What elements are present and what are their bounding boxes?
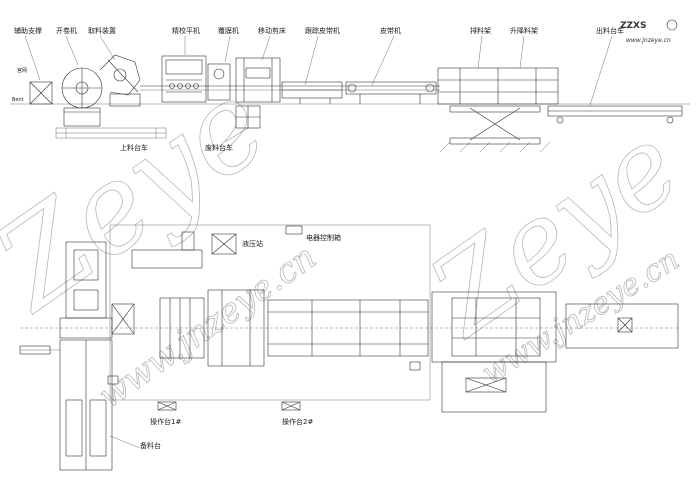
label-film-coater: 覆膜机 (218, 26, 239, 35)
flying-shear (235, 57, 281, 103)
label-lifting-rack: 升降料架 (510, 26, 538, 35)
plan-boundary (109, 224, 431, 401)
label-console-1: 操作台1# (150, 417, 181, 426)
precision-leveler (161, 55, 207, 103)
label-decoiler: 开卷机 (56, 26, 77, 35)
plan-view: 备料台 液压站 (19, 224, 680, 471)
plan-console-2 (281, 401, 301, 411)
leader-lines (24, 35, 613, 106)
logo-emblem-icon (666, 19, 678, 31)
plan-console-1 (157, 401, 177, 411)
label-flying-shear: 移动剪床 (258, 26, 286, 35)
label-feeding-device: 取料装置 (88, 26, 116, 35)
feeding-cart (55, 127, 167, 139)
watermark-layer: Zeye Zeye www.jnzeye.cn www.jnzeye.cn (0, 54, 700, 417)
label-hydraulic-station: 液压站 (242, 239, 263, 248)
plan-electric-box (285, 225, 303, 235)
brand-logo: ZZXS www.jnzeye.cn (620, 19, 678, 44)
tracking-belt (281, 81, 343, 104)
label-scrap-cart: 废料台车 (205, 143, 233, 152)
plan-shear (207, 289, 265, 367)
label-stacking-rack: 排料架 (470, 26, 491, 35)
logo-text: ZZXS (620, 21, 646, 31)
label-belt-conveyor: 皮带机 (380, 26, 401, 35)
plan-stacking-area (431, 291, 557, 363)
plan-pit (441, 361, 547, 413)
discharge-cart (547, 105, 683, 124)
label-loading-cart: 上料台车 (120, 143, 148, 152)
auxiliary-support (29, 81, 53, 105)
label-auxiliary-support: 辅助支撑 (14, 26, 42, 35)
belt-conveyor (345, 81, 437, 104)
label-small-2: Bent (12, 97, 24, 103)
scrap-cart (235, 105, 261, 129)
plan-spare-table (59, 339, 113, 471)
plan-hydraulic-station (211, 233, 237, 255)
label-electric-box: 电器控制箱 (306, 233, 341, 242)
label-spare-table: 备料台 (140, 441, 161, 450)
label-tracking-belt: 跟踪皮带机 (305, 26, 340, 35)
plan-decoiler (59, 241, 113, 339)
label-console-2: 操作台2# (282, 417, 313, 426)
decoiler (61, 67, 103, 127)
film-coater (207, 63, 231, 101)
stacking-lifting-racks (437, 67, 559, 145)
plan-belts (267, 299, 429, 357)
plan-discharge-cart (565, 303, 679, 349)
feeding-device (99, 54, 141, 107)
label-discharge-cart: 出料台车 (596, 26, 624, 35)
brand-url: www.jnzeye.cn (626, 37, 671, 44)
label-precision-leveler: 精校平机 (172, 26, 200, 35)
plan-leveler (131, 231, 205, 359)
plan-feeding-box (111, 303, 135, 335)
pit-hatching (439, 141, 551, 153)
label-small-1: 宫网 (17, 67, 27, 74)
side-view: 辅助支撑 开卷机 取料装置 精校平机 覆膜机 移动剪床 跟踪皮带机 皮带机 排料… (10, 26, 690, 153)
